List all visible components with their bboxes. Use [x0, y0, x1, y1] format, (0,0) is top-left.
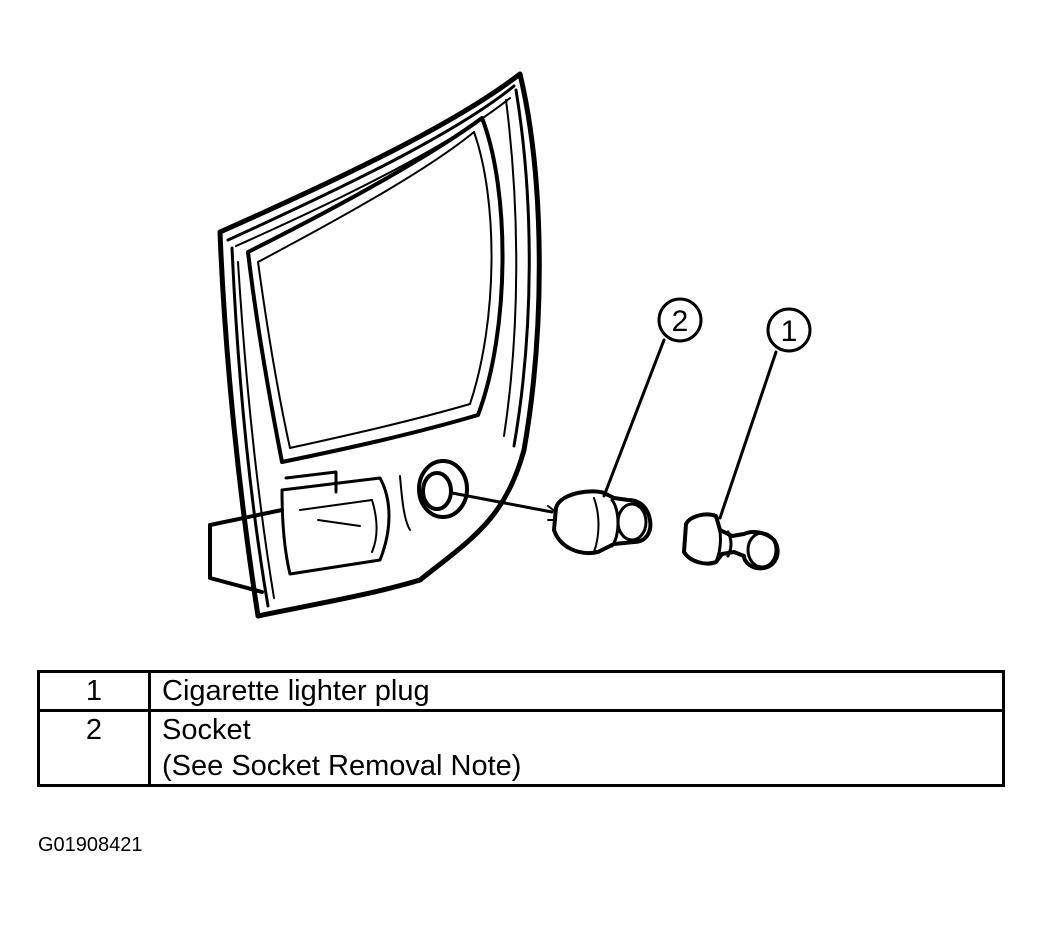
assembly-line — [450, 491, 554, 514]
legend-description: Socket (See Socket Removal Note) — [148, 709, 1005, 787]
console-bezel — [217, 71, 542, 619]
socket-part — [547, 489, 653, 555]
legend-row: 1 Cigarette lighter plug — [37, 670, 1005, 712]
legend-number: 1 — [37, 670, 151, 712]
legend-description-line: Cigarette lighter plug — [162, 675, 430, 707]
legend-description-line: Socket — [162, 714, 251, 746]
legend-number: 2 — [37, 709, 151, 787]
legend-description-line: (See Socket Removal Note) — [162, 750, 522, 782]
lighter-diagram: 2 1 — [208, 71, 812, 619]
callout-2: 2 — [602, 297, 703, 498]
bezel-cubby — [280, 475, 411, 576]
lighter-plug-part — [682, 512, 780, 571]
callout-1: 1 — [718, 307, 812, 520]
callout-2-label: 2 — [672, 305, 689, 338]
callout-1-label: 1 — [781, 315, 798, 348]
socket-hole — [417, 459, 469, 519]
rear-bracket — [208, 470, 338, 594]
legend-row: 2 Socket (See Socket Removal Note) — [37, 709, 1005, 787]
figure-id: G01908421 — [38, 834, 143, 856]
legend-description: Cigarette lighter plug — [148, 670, 1005, 712]
legend-table: 1 Cigarette lighter plug 2 Socket (See S… — [37, 670, 1005, 787]
